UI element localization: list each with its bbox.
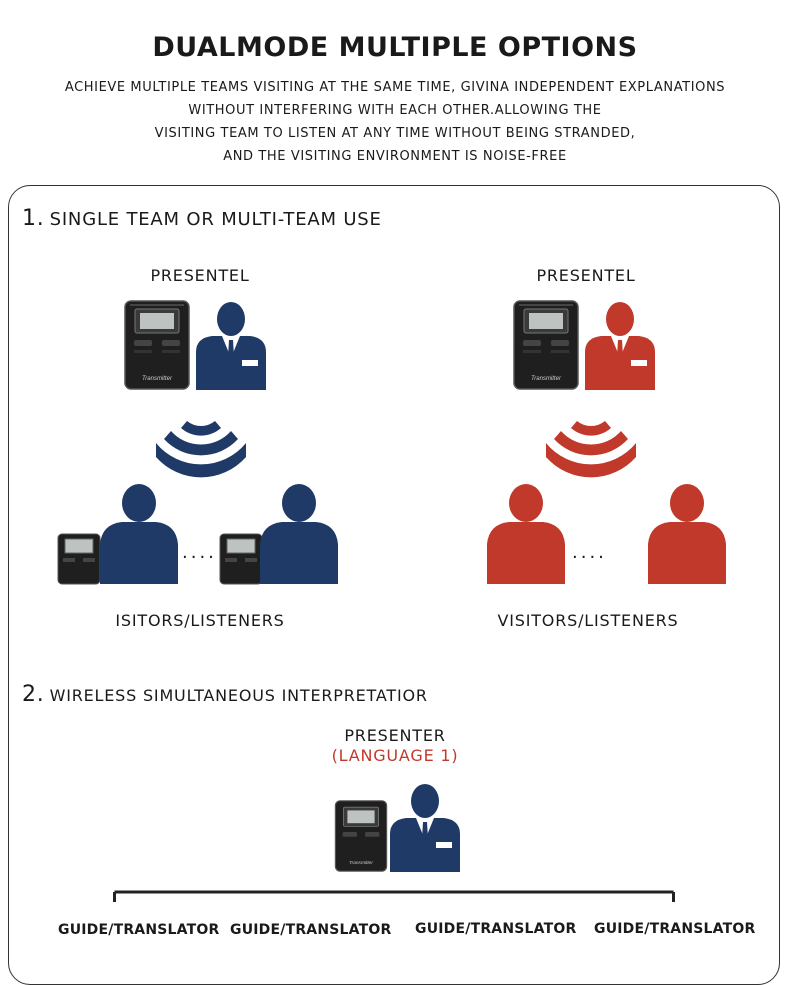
- section1-heading: 1.SINGLE TEAM OR MULTI-TEAM USE: [22, 206, 382, 231]
- page-title: DUALMODE MULTIPLE OPTIONS: [152, 32, 638, 63]
- listener-person-icon: [648, 484, 726, 584]
- wireless-signal-icon: [546, 421, 636, 478]
- subtitle-line: WITHOUT INTERFERING WITH EACH OTHER.ALLO…: [188, 103, 602, 118]
- svg-text:Transmitter: Transmitter: [349, 860, 373, 866]
- left-ellipsis: ....: [182, 542, 217, 563]
- page-subtitle: ACHIEVE MULTIPLE TEAMS VISITING AT THE S…: [0, 76, 790, 168]
- wireless-signal-icon: [156, 421, 246, 478]
- listener-person-icon: [260, 484, 338, 584]
- left-listeners-label: ISITORS/LISTENERS: [115, 611, 285, 630]
- section1-title: SINGLE TEAM OR MULTI-TEAM USE: [49, 209, 382, 230]
- presenter-person-icon: [196, 302, 266, 390]
- left-presenter-label: PRESENTEL: [150, 266, 250, 285]
- subtitle-line: VISITING TEAM TO LISTEN AT ANY TIME WITH…: [154, 126, 636, 141]
- presenter-person-icon: [585, 302, 655, 390]
- right-ellipsis: ....: [572, 542, 607, 563]
- section2-heading: 2.WIRELESS SIMULTANEOUS INTERPRETATIOR: [22, 682, 428, 707]
- language-label: (LANGUAGE 1): [331, 746, 459, 765]
- right-listeners-label: VISITORS/LISTENERS: [497, 611, 679, 630]
- presenter-person-icon: [390, 784, 460, 872]
- guide-label: GUIDE/TRANSLATOR: [594, 921, 756, 937]
- guide-label: GUIDE/TRANSLATOR: [415, 921, 577, 937]
- transmitter-device-icon: Transmitter: [513, 300, 579, 390]
- presenter-label: PRESENTER: [344, 726, 446, 745]
- listener-person-icon: [487, 484, 565, 584]
- svg-text:Transmitter: Transmitter: [531, 376, 562, 382]
- receiver-device-icon: [219, 533, 263, 585]
- section2-number: 2.: [22, 682, 45, 707]
- distribution-bracket: [113, 890, 675, 902]
- receiver-device-icon: [57, 533, 101, 585]
- listener-person-icon: [100, 484, 178, 584]
- right-presenter-label: PRESENTEL: [536, 266, 636, 285]
- subtitle-line: ACHIEVE MULTIPLE TEAMS VISITING AT THE S…: [64, 80, 726, 95]
- subtitle-line: AND THE VISITING ENVIRONMENT IS NOISE-FR…: [223, 149, 567, 164]
- transmitter-device-icon: Transmitter: [334, 800, 388, 872]
- guide-label: GUIDE/TRANSLATOR: [230, 922, 392, 938]
- section2-title: WIRELESS SIMULTANEOUS INTERPRETATIOR: [49, 686, 428, 705]
- transmitter-device-icon: Transmitter: [124, 300, 190, 390]
- guide-label: GUIDE/TRANSLATOR: [58, 922, 220, 938]
- svg-text:Transmitter: Transmitter: [142, 376, 173, 382]
- section1-number: 1.: [22, 206, 45, 231]
